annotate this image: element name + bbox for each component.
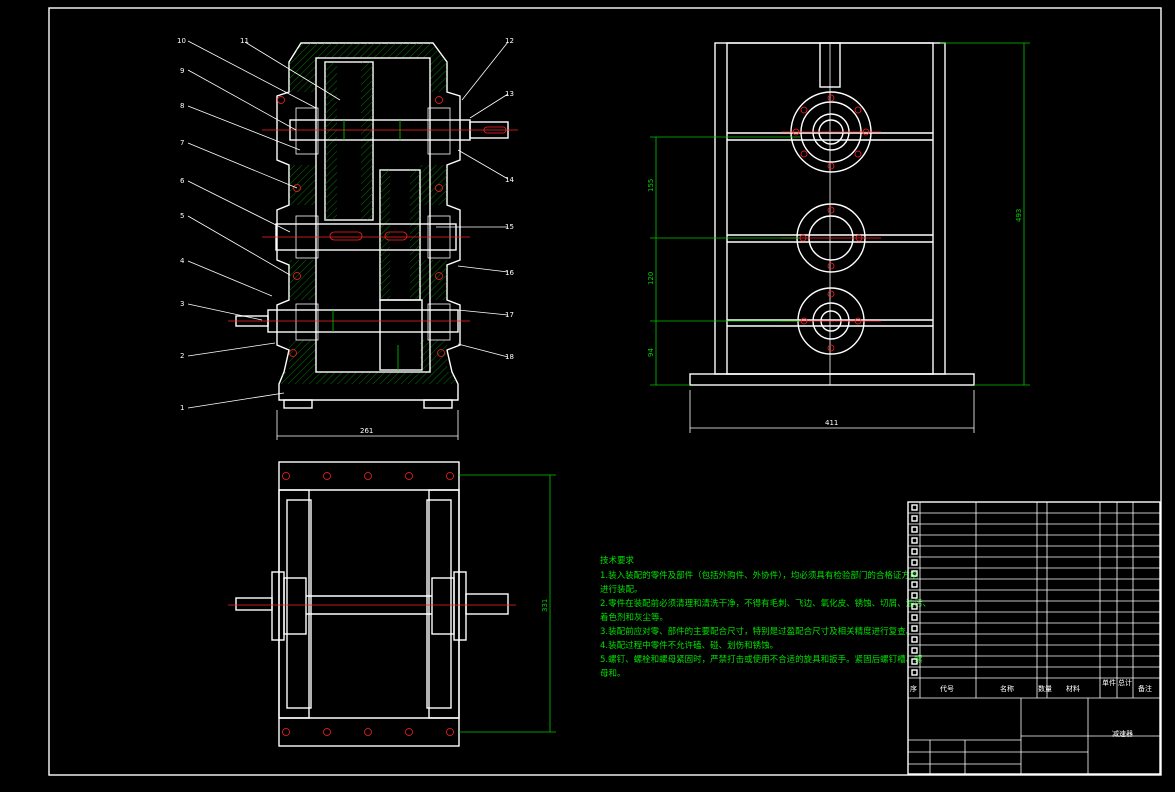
tech-requirement-line: 2.零件在装配前必须清理和清洗干净，不得有毛刺、飞边、氧化皮、锈蚀、切屑、油污、 (600, 598, 931, 609)
tech-requirement-line: 4.装配过程中零件不允许磕、碰、划伤和锈蚀。 (600, 640, 778, 651)
part-number-16: 16 (505, 269, 514, 277)
side-lower-dimension: 94 (647, 348, 655, 357)
tech-requirements-heading: 技术要求 (600, 555, 635, 566)
technical-requirements: 技术要求 1.装入装配的零件及部件（包括外购件、外协件），均必须具有检验部门的合… (600, 555, 931, 679)
bom-header-no: 序 (910, 684, 917, 693)
part-number-3: 3 (180, 300, 184, 308)
side-width-dimension: 411 (825, 419, 838, 427)
part-number-5: 5 (180, 212, 184, 220)
side-view: 493 155 120 94 411 (647, 42, 1030, 433)
top-view: 331 (228, 461, 556, 747)
bom-header-unit: 单件 (1102, 678, 1116, 687)
bom-header-code: 代号 (940, 684, 954, 693)
top-depth-dimension: 331 (541, 599, 549, 612)
part-number-8: 8 (180, 102, 184, 110)
part-number-18: 18 (505, 353, 514, 361)
part-number-2: 2 (180, 352, 184, 360)
part-number-13: 13 (505, 90, 514, 98)
part-number-7: 7 (180, 139, 184, 147)
side-total-height-dimension: 493 (1015, 209, 1023, 222)
bom-header-qty: 数量 (1038, 684, 1052, 693)
part-number-6: 6 (180, 177, 185, 185)
part-number-11: 11 (240, 37, 249, 45)
part-number-1: 1 (180, 404, 184, 412)
bom-header-total: 总计 (1118, 678, 1132, 687)
tech-requirement-line: 母和。 (600, 669, 626, 679)
drawing-border (48, 7, 1162, 776)
part-number-12: 12 (505, 37, 514, 45)
bom-header-name: 名称 (1000, 684, 1014, 693)
part-number-17: 17 (505, 311, 514, 319)
title-block: 序 代号 名称 数量 材料 单件 总计 备注 减速器 (907, 501, 1161, 775)
tech-requirement-line: 着色剂和灰尘等。 (600, 612, 668, 623)
part-number-14: 14 (505, 176, 514, 184)
tech-requirement-line: 1.装入装配的零件及部件（包括外购件、外协件），均必须具有检验部门的合格证方能 (600, 570, 919, 581)
front-section-view: 10 11 9 8 7 6 5 4 3 2 1 12 13 14 15 16 1… (177, 37, 518, 440)
tech-requirement-line: 3.装配前应对零、部件的主要配合尺寸，特别是过盈配合尺寸及相关精度进行复查。 (600, 626, 914, 637)
tech-requirement-line: 5.螺钉、螺栓和螺母紧固时，严禁打击或使用不合适的旋具和扳手。紧固后螺钉槽、螺 (600, 654, 923, 665)
part-number-15: 15 (505, 223, 514, 231)
tech-requirement-line: 进行装配。 (600, 584, 643, 595)
bom-header-remark: 备注 (1138, 684, 1152, 693)
front-width-dimension: 261 (360, 427, 373, 435)
side-middle-dimension: 120 (647, 272, 655, 285)
drawing-name: 减速器 (1112, 729, 1133, 738)
side-upper-dimension: 155 (647, 179, 655, 192)
part-number-9: 9 (180, 67, 184, 75)
part-number-10: 10 (177, 37, 186, 45)
bom-header-material: 材料 (1066, 684, 1080, 693)
part-number-4: 4 (180, 257, 185, 265)
